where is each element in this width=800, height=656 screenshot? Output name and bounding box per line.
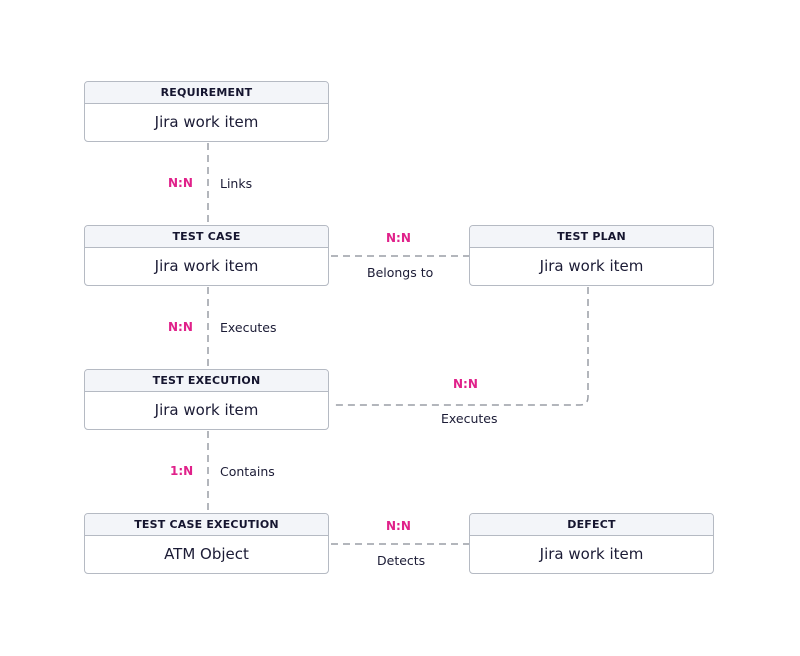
label-test-case-test-plan: Belongs to [367, 265, 434, 280]
entity-defect: DEFECT Jira work item [469, 513, 714, 574]
connector-test-plan-test-execution [331, 287, 589, 406]
entity-test-case-execution: TEST CASE EXECUTION ATM Object [84, 513, 329, 574]
cardinality-requirement-test-case: N:N [168, 176, 193, 190]
entity-requirement: REQUIREMENT Jira work item [84, 81, 329, 142]
entity-test-case-execution-header: TEST CASE EXECUTION [85, 514, 328, 536]
label-requirement-test-case: Links [220, 176, 253, 191]
entity-defect-body: Jira work item [539, 545, 644, 563]
entity-defect-header: DEFECT [470, 514, 713, 536]
entity-test-plan-body: Jira work item [539, 257, 644, 275]
entity-requirement-body: Jira work item [154, 113, 259, 131]
label-test-plan-test-execution: Executes [441, 411, 498, 426]
label-test-case-test-execution: Executes [220, 320, 277, 335]
entity-test-execution-body: Jira work item [154, 401, 259, 419]
entity-test-execution: TEST EXECUTION Jira work item [84, 369, 329, 430]
entity-test-case-execution-body: ATM Object [164, 545, 249, 563]
cardinality-test-case-test-plan: N:N [386, 231, 411, 245]
cardinality-test-plan-test-execution: N:N [453, 377, 478, 391]
cardinality-test-execution-test-case-execution: 1:N [170, 464, 194, 478]
entity-test-plan-header: TEST PLAN [470, 226, 713, 248]
label-test-execution-test-case-execution: Contains [220, 464, 275, 479]
entity-test-case-header: TEST CASE [85, 226, 328, 248]
cardinality-test-case-test-execution: N:N [168, 320, 193, 334]
label-test-case-execution-defect: Detects [377, 553, 426, 568]
entity-test-case: TEST CASE Jira work item [84, 225, 329, 286]
entity-requirement-header: REQUIREMENT [85, 82, 328, 104]
entity-test-plan: TEST PLAN Jira work item [469, 225, 714, 286]
cardinality-test-case-execution-defect: N:N [386, 519, 411, 533]
entity-test-case-body: Jira work item [154, 257, 259, 275]
entity-test-execution-header: TEST EXECUTION [85, 370, 328, 392]
